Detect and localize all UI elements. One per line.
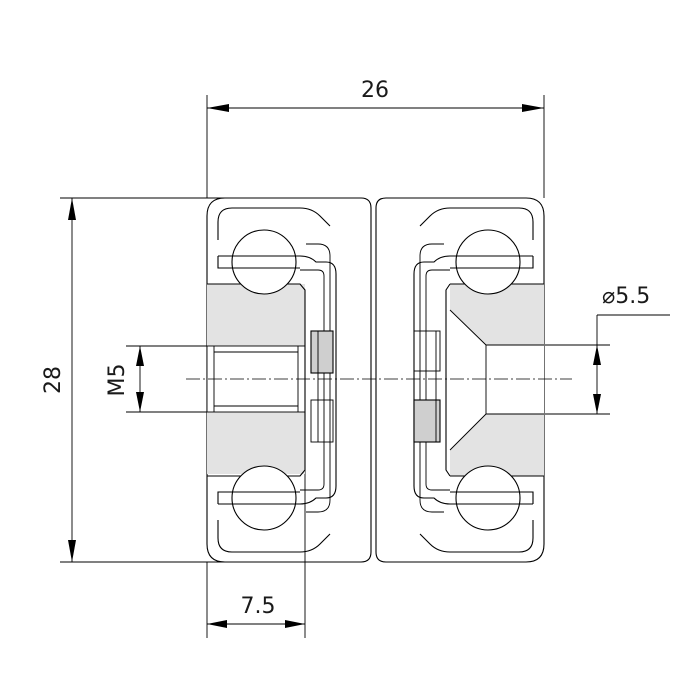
left-lower-bearing-block: [310, 399, 334, 443]
width-dimension: 26: [206, 78, 545, 198]
thread-dimension: M5: [105, 345, 207, 413]
hole-diameter-dimension: ⌀5.5: [545, 284, 670, 415]
offset-dimension-label: 7.5: [241, 594, 276, 619]
hole-diameter-label: ⌀5.5: [602, 284, 650, 309]
right-top-ball: [455, 229, 521, 295]
thread-dimension-label: M5: [105, 364, 130, 397]
width-dimension-label: 26: [361, 78, 389, 103]
left-top-ball: [231, 229, 297, 295]
left-upper-bearing-block: [310, 330, 334, 374]
height-dimension: 28: [41, 197, 232, 563]
right-bottom-ball: [455, 465, 521, 531]
offset-dimension: 7.5: [206, 410, 306, 638]
right-rail: [375, 197, 545, 563]
left-bottom-ball: [231, 465, 297, 531]
right-upper-bearing-block: [413, 330, 441, 372]
left-rail: [206, 197, 372, 563]
height-dimension-label: 28: [41, 366, 66, 394]
